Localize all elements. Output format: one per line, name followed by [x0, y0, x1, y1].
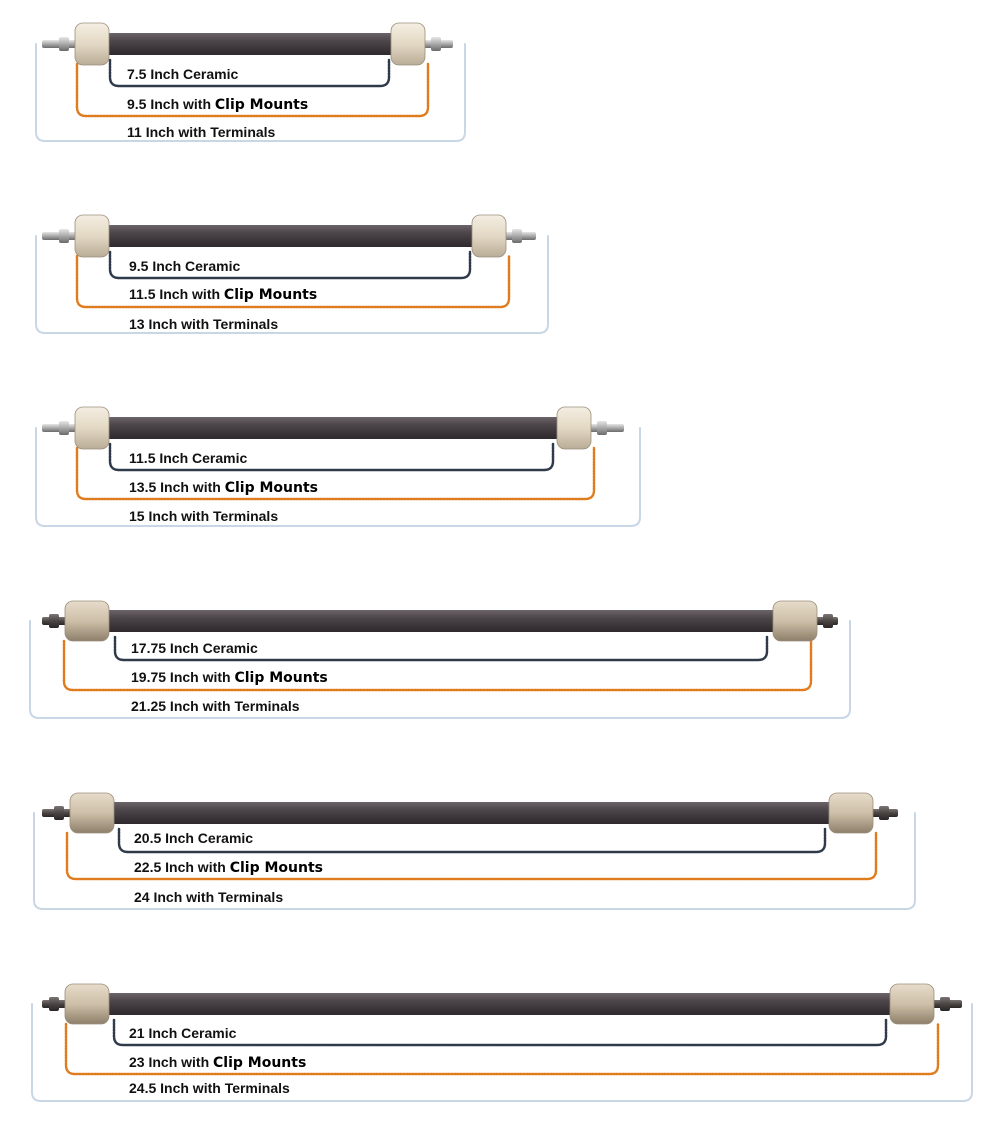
right-ceramic-cap	[828, 792, 874, 834]
heating-element-4	[29, 600, 851, 719]
terminal-length-bracket	[33, 812, 916, 910]
clip-length-prefix: 22.5 Inch with	[134, 859, 230, 875]
heating-rod	[107, 610, 777, 632]
clip-length-bracket	[65, 831, 878, 881]
left-terminal-nut	[59, 421, 69, 435]
terminal-length-bracket	[35, 43, 466, 142]
clip-length-prefix: 23 Inch with	[129, 1054, 214, 1070]
ceramic-length-label: 7.5 Inch Ceramic	[127, 66, 239, 82]
clip-mounts-text: Clip Mounts	[224, 480, 318, 496]
clip-mounts-text: Clip Mounts	[214, 97, 309, 113]
ceramic-length-bracket	[108, 250, 472, 280]
clip-length-bracket	[64, 1022, 940, 1076]
ceramic-length-label: 11.5 Inch Ceramic	[129, 450, 248, 466]
clip-length-bracket	[62, 639, 813, 692]
clip-length-bracket	[75, 254, 511, 309]
ceramic-length-label: 17.75 Inch Ceramic	[131, 640, 258, 656]
clip-mounts-text: Clip Mounts	[223, 287, 318, 303]
right-terminal-nut	[823, 614, 833, 628]
terminal-length-label: 13 Inch with Terminals	[129, 316, 279, 332]
heating-element-3	[35, 406, 641, 527]
left-terminal-nut	[54, 806, 64, 820]
clip-length-label: 23 Inch with Clip Mounts	[129, 1054, 306, 1071]
terminal-length-bracket	[31, 1003, 973, 1102]
left-terminal-nut	[59, 37, 69, 51]
ceramic-length-bracket	[112, 1018, 888, 1047]
heating-rod	[107, 417, 561, 439]
clip-length-bracket	[75, 446, 596, 501]
clip-length-bracket	[75, 62, 430, 118]
terminal-length-label: 21.25 Inch with Terminals	[131, 698, 300, 714]
right-ceramic-cap	[772, 600, 818, 642]
ceramic-length-bracket	[113, 635, 769, 662]
terminal-length-bracket	[35, 427, 641, 527]
right-ceramic-cap	[889, 983, 935, 1025]
ceramic-length-label: 21 Inch Ceramic	[129, 1025, 237, 1041]
right-ceramic-cap	[471, 214, 507, 258]
heating-element-1	[35, 22, 466, 142]
clip-length-label: 11.5 Inch with Clip Mounts	[129, 286, 317, 303]
clip-length-label: 9.5 Inch with Clip Mounts	[127, 96, 308, 113]
heating-rod	[112, 802, 833, 824]
terminal-length-label: 15 Inch with Terminals	[129, 508, 279, 524]
left-ceramic-cap	[64, 983, 110, 1025]
clip-mounts-text: Clip Mounts	[229, 860, 323, 876]
right-terminal-nut	[879, 806, 889, 820]
left-terminal-nut	[59, 229, 69, 243]
ceramic-length-bracket	[108, 58, 391, 88]
clip-mounts-text: Clip Mounts	[234, 670, 328, 686]
clip-length-prefix: 13.5 Inch with	[129, 479, 225, 495]
clip-length-prefix: 9.5 Inch with	[127, 96, 215, 112]
clip-length-prefix: 19.75 Inch with	[131, 669, 235, 685]
left-ceramic-cap	[69, 792, 115, 834]
terminal-length-label: 24.5 Inch with Terminals	[129, 1080, 290, 1096]
left-ceramic-cap	[74, 406, 110, 450]
right-terminal-nut	[512, 229, 522, 243]
clip-length-label: 19.75 Inch with Clip Mounts	[131, 669, 328, 686]
right-ceramic-cap	[556, 406, 592, 450]
right-terminal-nut	[597, 421, 607, 435]
heating-element-2	[35, 214, 549, 334]
clip-mounts-text: Clip Mounts	[213, 1055, 307, 1071]
right-terminal-nut	[431, 37, 441, 51]
terminal-length-label: 11 Inch with Terminals	[127, 124, 276, 140]
ceramic-length-label: 20.5 Inch Ceramic	[134, 830, 254, 846]
heating-rod	[107, 33, 395, 55]
heating-element-6	[31, 983, 973, 1102]
left-ceramic-cap	[74, 22, 110, 66]
left-terminal-nut	[49, 614, 59, 628]
heating-rod	[107, 993, 894, 1015]
left-ceramic-cap	[74, 214, 110, 258]
right-ceramic-cap	[390, 22, 426, 66]
ceramic-length-bracket	[117, 827, 827, 854]
terminal-length-label: 24 Inch with Terminals	[134, 889, 284, 905]
heating-element-5	[33, 792, 916, 910]
heating-rod	[107, 225, 476, 247]
left-terminal-nut	[49, 997, 59, 1011]
clip-length-prefix: 11.5 Inch with	[129, 286, 224, 302]
clip-length-label: 22.5 Inch with Clip Mounts	[134, 859, 323, 876]
right-terminal-nut	[940, 997, 950, 1011]
ceramic-length-bracket	[108, 442, 555, 472]
ceramic-length-label: 9.5 Inch Ceramic	[129, 258, 241, 274]
left-ceramic-cap	[64, 600, 110, 642]
terminal-length-bracket	[35, 235, 549, 334]
clip-length-label: 13.5 Inch with Clip Mounts	[129, 479, 318, 496]
terminal-length-bracket	[29, 620, 851, 719]
